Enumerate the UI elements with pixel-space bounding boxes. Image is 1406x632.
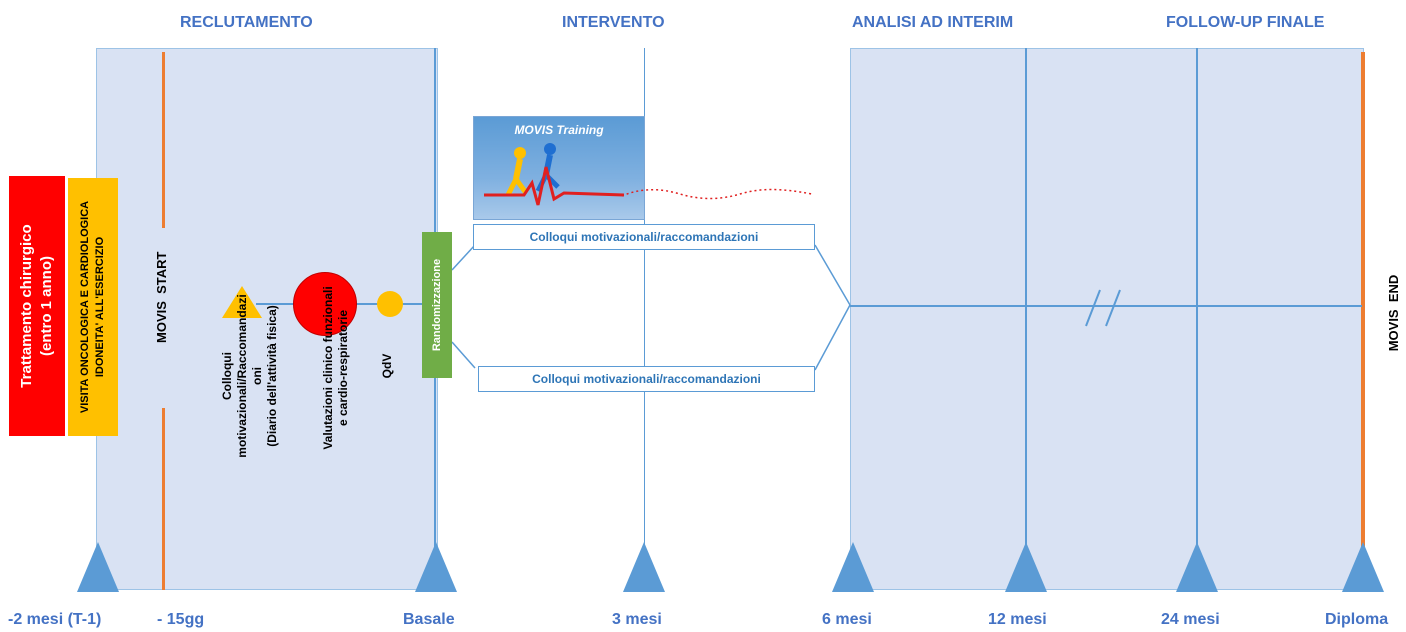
small-circle-icon xyxy=(377,291,403,317)
qdv-step-label: QdV xyxy=(380,353,394,379)
colloqui-top-box: Colloqui motivazionali/raccomandazioni xyxy=(473,224,815,250)
line-3-mesi xyxy=(644,48,645,590)
movis-start-line-top xyxy=(162,52,165,228)
marker-icon-t1 xyxy=(77,542,119,592)
valutazioni-step-label: Valutazioni clinico funzionali e cardio-… xyxy=(321,286,350,450)
colloqui-step-label: Colloqui motivazionali/Raccomandazi oni … xyxy=(220,294,279,458)
ecg-dotted-trail xyxy=(621,188,813,200)
movis-training-box: MOVIS Training xyxy=(473,116,645,220)
movis-end-line xyxy=(1361,52,1365,582)
trattamento-box xyxy=(9,176,65,436)
randomizzazione-label: Randomizzazione xyxy=(431,258,443,352)
timeline-label-15gg: - 15gg xyxy=(157,611,205,628)
movis-end-label: MOVIS END xyxy=(1386,274,1401,352)
timeline-label-3-mesi: 3 mesi xyxy=(612,611,662,628)
recruitment-panel xyxy=(96,48,438,590)
timeline-markers xyxy=(77,542,1384,592)
marker-icon-24-mesi xyxy=(1176,542,1218,592)
circle-icon xyxy=(293,272,357,336)
marker-icon-6-mesi xyxy=(832,542,874,592)
movis-start-line-bottom xyxy=(162,408,165,590)
movis-training-title: MOVIS Training xyxy=(514,123,604,137)
marker-icon-3-mesi xyxy=(623,542,665,592)
visita-box xyxy=(68,178,118,436)
timeline-label-diploma: Diploma xyxy=(1325,611,1389,628)
line-12-mesi xyxy=(1025,48,1027,590)
trattamento-label: Trattamento chirurgico (entro 1 anno) xyxy=(18,224,55,388)
followup-panel xyxy=(850,48,1364,590)
followup-horizontal-line xyxy=(850,305,1362,307)
timeline-label-24-mesi: 24 mesi xyxy=(1161,611,1220,628)
phase-analisi: ANALISI AD INTERIM xyxy=(852,14,1014,31)
runners-icon xyxy=(484,143,625,206)
phase-followup: FOLLOW-UP FINALE xyxy=(1166,14,1325,31)
marker-icon-12-mesi xyxy=(1005,542,1047,592)
phase-intervento: INTERVENTO xyxy=(562,14,665,31)
line-24-mesi xyxy=(1196,48,1198,590)
visita-label: VISITA ONCOLOGICA E CARDIOLOGICA IDONEIT… xyxy=(79,200,106,414)
marker-icon-basale xyxy=(415,542,457,592)
timeline-label-t1: -2 mesi (T-1) xyxy=(8,611,102,628)
marker-icon-diploma xyxy=(1342,542,1384,592)
randomizzazione-box xyxy=(422,232,452,378)
movis-start-label: MOVIS START xyxy=(154,251,169,343)
phase-reclutamento: RECLUTAMENTO xyxy=(180,14,313,31)
timeline-label-basale: Basale xyxy=(403,611,455,628)
colloqui-bottom-box: Colloqui motivazionali/raccomandazioni xyxy=(478,366,815,392)
timeline-label-12-mesi: 12 mesi xyxy=(988,611,1047,628)
timeline-label-6-mesi: 6 mesi xyxy=(822,611,872,628)
triangle-icon xyxy=(222,286,262,318)
